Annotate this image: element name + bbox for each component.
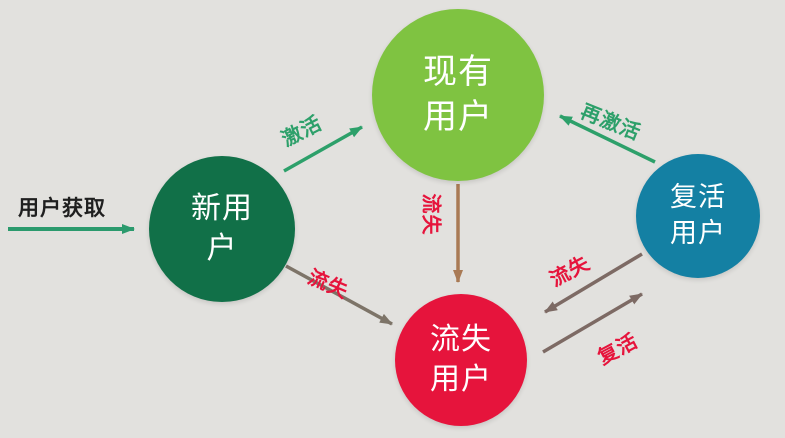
edge-activate-arrow bbox=[283, 125, 363, 173]
node-new-users: 新用户 bbox=[149, 156, 295, 302]
edge-churn-from-existing-label: 流失 bbox=[419, 193, 442, 236]
edge-reactivate-arrow bbox=[559, 114, 656, 164]
edge-churn-from-revived-arrow bbox=[544, 252, 643, 314]
node-existing-users: 现有用户 bbox=[372, 9, 544, 181]
node-churned-users: 流失用户 bbox=[395, 294, 527, 426]
node-label: 流失用户 bbox=[430, 323, 492, 396]
edge-churn-from-new-arrow bbox=[285, 264, 393, 326]
node-label: 现有用户 bbox=[423, 53, 493, 136]
node-label: 复活用户 bbox=[669, 182, 726, 248]
node-label: 新用户 bbox=[191, 192, 253, 265]
entry-label: 用户获取 bbox=[18, 197, 106, 220]
node-revived-users: 复活用户 bbox=[636, 154, 760, 278]
edge-revive-arrow bbox=[542, 292, 643, 354]
